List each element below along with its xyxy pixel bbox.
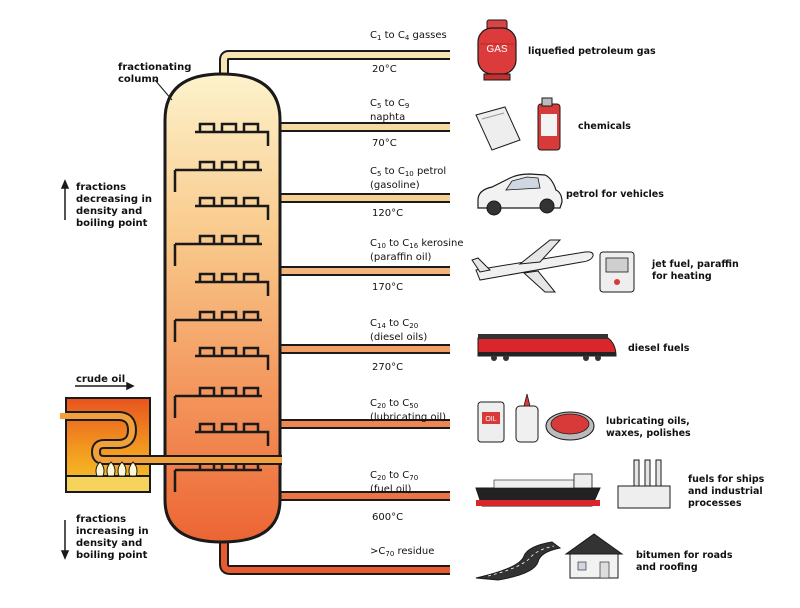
road-icon [475, 541, 562, 581]
bubble-cap [198, 272, 216, 282]
oil-label: OIL [485, 416, 496, 423]
tray [195, 280, 270, 296]
bubble-cap [198, 346, 216, 356]
down-arrow-label: fractions increasing in density and boil… [76, 514, 149, 561]
fraction-name: C10 to C16 kerosine(paraffin oil) [370, 238, 464, 263]
gas-cylinder-icon: GAS [477, 19, 517, 81]
fraction-name: C1 to C4 gasses [370, 30, 447, 42]
bubble-cap [220, 234, 238, 244]
product-use-label: liquefied petroleum gas [528, 46, 656, 57]
product-use-label: diesel fuels [628, 343, 690, 354]
product-use-label: bitumen for roads and roofing [636, 550, 733, 573]
bubble-cap [220, 422, 238, 432]
temperature-label: 600°C [372, 512, 404, 523]
product-use-label: fuels for ships and industrial processes [688, 474, 765, 509]
bubble-cap [220, 196, 238, 206]
temperature-label: 70°C [372, 138, 397, 149]
tray [173, 168, 262, 192]
product-use-label: chemicals [578, 121, 631, 132]
tray [173, 394, 262, 418]
bubble-cap [242, 272, 260, 282]
bubble-cap [220, 272, 238, 282]
bubble-cap [220, 310, 238, 320]
temperature-label: 270°C [372, 362, 404, 373]
bubble-cap [242, 196, 260, 206]
bubble-cap [242, 310, 260, 320]
bubble-cap [242, 122, 260, 132]
tray [173, 242, 262, 266]
temperature-label: 20°C [372, 64, 397, 75]
fraction-name: C14 to C20(diesel oils) [370, 318, 428, 343]
tray [195, 354, 270, 370]
gas-label: GAS [486, 44, 507, 55]
temperature-label: 170°C [372, 282, 404, 293]
arrows [60, 79, 173, 560]
bubble-cap [198, 160, 216, 170]
bubble-cap [198, 196, 216, 206]
house-icon [564, 533, 624, 579]
column-label: fractionating column [118, 62, 192, 85]
bubble-cap [242, 160, 260, 170]
bubble-cap [198, 234, 216, 244]
tray [173, 318, 262, 342]
column-trays [173, 122, 270, 492]
car-icon [477, 173, 563, 216]
bubble-cap [220, 122, 238, 132]
bubble-cap [198, 122, 216, 132]
fractionating-column [163, 72, 282, 544]
bubble-cap [242, 346, 260, 356]
chemicals-icon [475, 97, 561, 151]
locomotive-icon [477, 334, 617, 361]
fraction-name: C5 to C10 petrol(gasoline) [370, 166, 447, 191]
tray [195, 204, 270, 220]
bubble-cap [220, 346, 238, 356]
product-use-label: petrol for vehicles [566, 189, 664, 200]
tray [195, 430, 270, 446]
bubble-cap [198, 310, 216, 320]
product-use-label: jet fuel, paraffin for heating [652, 259, 739, 282]
bubble-cap [242, 422, 260, 432]
heater-icon [599, 251, 635, 293]
tray [195, 130, 270, 146]
fraction-name: C20 to C50(lubricating oil) [370, 398, 447, 423]
ship-icon [475, 473, 601, 507]
lubricants-icon: OIL [477, 393, 595, 443]
factory-icon [617, 459, 671, 509]
bubble-cap [198, 386, 216, 396]
bubble-cap [242, 386, 260, 396]
temperature-label: 120°C [372, 208, 404, 219]
furnace [60, 397, 282, 493]
fraction-name: >C70 residue [370, 546, 435, 558]
fraction-name: C20 to C70(fuel oil) [370, 470, 419, 495]
up-arrow-label: fractions decreasing in density and boil… [76, 182, 153, 229]
tray [173, 468, 262, 492]
product-use-label: lubricating oils, waxes, polishes [606, 416, 691, 439]
bubble-cap [220, 160, 238, 170]
airplane-icon [471, 239, 594, 293]
bubble-cap [220, 386, 238, 396]
bubble-cap [198, 422, 216, 432]
bubble-cap [242, 234, 260, 244]
crude-oil-label: crude oil [76, 374, 126, 385]
